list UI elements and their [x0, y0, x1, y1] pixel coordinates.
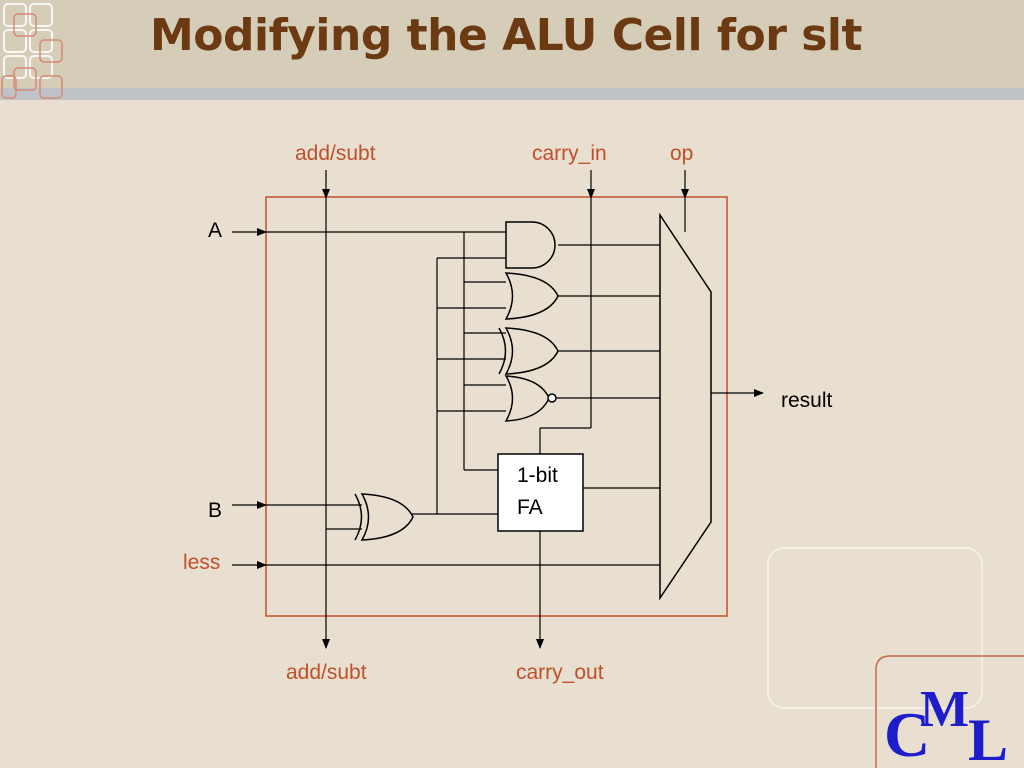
b-input-label: B — [208, 499, 222, 522]
or-gate — [504, 272, 559, 320]
title-divider — [0, 88, 1024, 100]
and-gate — [505, 221, 556, 269]
result-output-label: result — [781, 389, 833, 412]
title-band — [0, 0, 1024, 88]
logo-letter-m: M — [920, 681, 969, 738]
logo-letter-c: C — [884, 699, 930, 768]
wires — [232, 170, 764, 649]
slide-title: Modifying the ALU Cell for slt — [150, 10, 863, 61]
add-subt-input-label: add/subt — [295, 142, 376, 165]
a-input-label: A — [208, 219, 222, 242]
xor-gate-b-input-curve — [354, 493, 363, 541]
add-subt-output-label: add/subt — [286, 661, 367, 684]
xor-gate-b — [360, 493, 414, 541]
full-adder-label-line2: FA — [517, 496, 543, 519]
xor-gate-input-curve — [498, 327, 507, 375]
logo-letter-l: L — [968, 707, 1008, 768]
full-adder-box — [497, 453, 584, 532]
xnor-gate-bubble — [547, 393, 557, 403]
less-input-label: less — [183, 551, 220, 574]
full-adder-label-line1: 1-bit — [517, 464, 558, 487]
decoration-corner-line — [875, 655, 1024, 768]
op-label: op — [670, 142, 693, 165]
cml-logo: C M L — [884, 681, 1008, 768]
xor-gate — [504, 327, 559, 375]
result-mux — [659, 212, 712, 601]
alu-cell-boundary — [265, 196, 728, 617]
carry-out-label: carry_out — [516, 661, 604, 684]
decoration-rounded-box — [767, 547, 983, 709]
xnor-gate — [504, 375, 550, 422]
carry-in-label: carry_in — [532, 142, 607, 165]
